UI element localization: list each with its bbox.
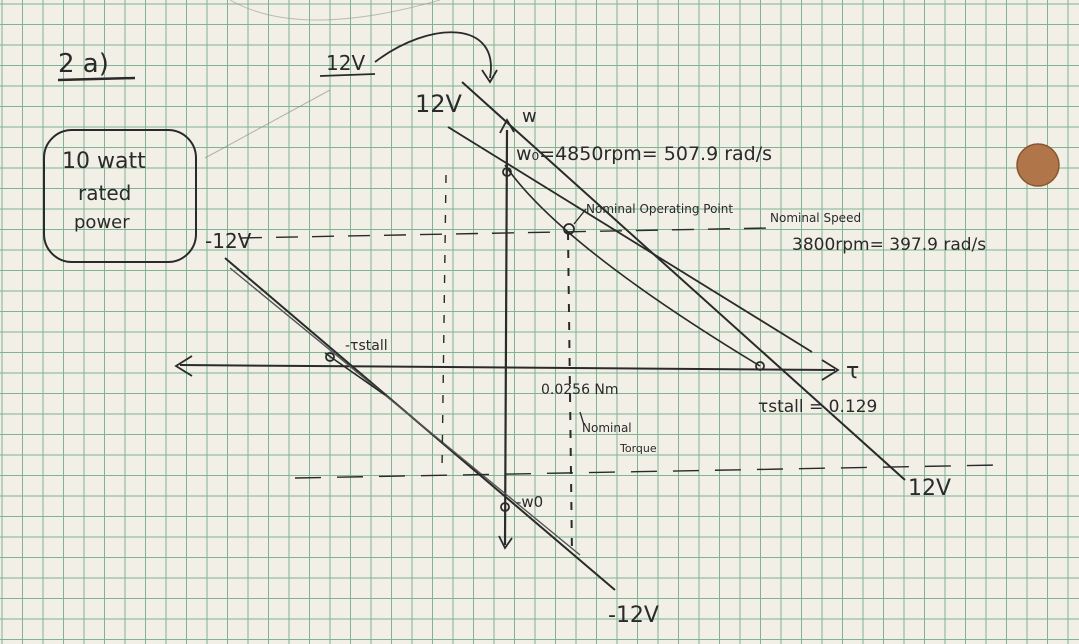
rated-power-line-1: 10 watt — [62, 149, 146, 174]
voltage-left-label: -12V — [205, 229, 252, 253]
problem-number: 2 a) — [58, 49, 109, 79]
nominal-torque-label-line-1: Nominal — [582, 421, 632, 435]
operating-point-marker — [563, 223, 575, 235]
voltage-top-axis-label: 12V — [415, 90, 463, 118]
problem-number-underline — [57, 76, 136, 82]
neg-nominal-torque-dash — [441, 174, 447, 471]
stall-torque-label: τstall = 0.129 — [758, 397, 877, 417]
w-axis-bottom-arrowhead — [498, 535, 513, 550]
operating-point-arrow — [573, 208, 587, 225]
w-axis-arrowhead — [499, 118, 515, 134]
voltage-bottom-label: -12V — [608, 603, 659, 628]
rated-power-box — [43, 129, 197, 263]
t-axis — [179, 364, 836, 371]
voltage-tag-arrow — [374, 31, 492, 79]
voltage-top-tag-underline — [319, 73, 376, 77]
nominal-torque-label-line-2: Torque — [619, 442, 657, 455]
rated-power-line-3: power — [74, 212, 130, 233]
rated-power-line-2: rated — [78, 181, 131, 205]
faint-arc — [229, 0, 441, 21]
t-axis-label: τ — [846, 359, 859, 384]
line-12v-main — [447, 126, 813, 353]
neg-nominal-speed-dash — [294, 464, 1001, 479]
line-neg12v-inner — [229, 267, 581, 556]
coin — [1016, 143, 1060, 187]
t-axis-right-arrowhead — [821, 359, 840, 381]
no-load-speed-point — [502, 167, 512, 177]
w-axis — [503, 129, 509, 546]
line-12v-curve — [504, 164, 761, 367]
voltage-bottom-right-label: 12V — [908, 476, 951, 501]
operating-point-label: Nominal Operating Point — [586, 202, 733, 216]
line-neg12v-short — [324, 352, 386, 396]
faint-diagonal — [204, 89, 331, 159]
nominal-speed-value: 3800rpm= 397.9 rad/s — [792, 235, 986, 255]
neg-no-load-speed-point — [500, 502, 510, 512]
stall-torque-point — [755, 361, 765, 371]
voltage-top-tag: 12V — [326, 51, 365, 75]
w-axis-label: w — [522, 106, 537, 127]
nominal-speed-dash — [239, 227, 771, 239]
nominal-torque-arrow — [579, 411, 585, 426]
neg-stall-torque-point — [325, 352, 335, 362]
line-12v-steep — [461, 81, 906, 481]
nominal-torque-value: 0.0256 Nm — [541, 382, 619, 398]
neg-stall-torque-label: -τstall — [345, 338, 388, 354]
no-load-speed-label: w₀=4850rpm= 507.9 rad/s — [516, 143, 772, 165]
t-axis-left-arrowhead — [174, 355, 193, 377]
nominal-speed-title: Nominal Speed — [770, 211, 861, 225]
neg-no-load-speed-label: -w0 — [516, 493, 543, 511]
voltage-tag-arrowhead — [481, 69, 498, 84]
